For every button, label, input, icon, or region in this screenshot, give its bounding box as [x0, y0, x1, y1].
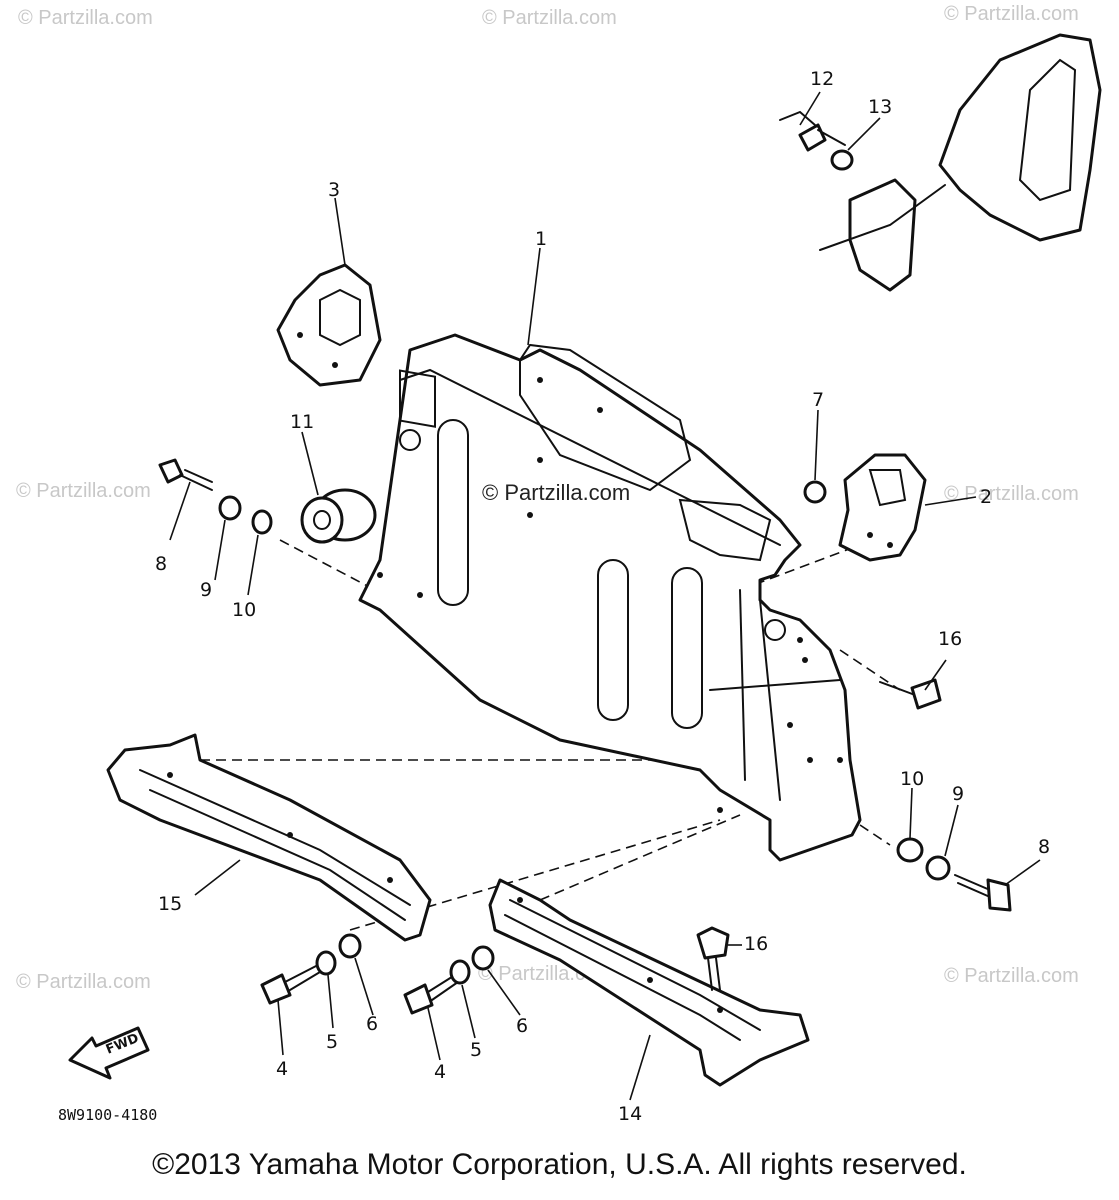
bolt-part-4-right [403, 974, 459, 1015]
bolt-part-8-left [158, 458, 213, 491]
callout-6-left: 6 [366, 1013, 378, 1035]
callout-12: 12 [810, 68, 834, 90]
callout-15: 15 [158, 893, 182, 915]
assembly-line [539, 814, 741, 901]
callout-6-right: 6 [516, 1015, 528, 1037]
grommet-part-11 [300, 488, 377, 544]
watermark-bottom-left: © Partzilla.com [16, 971, 151, 993]
watermark-top-center: © Partzilla.com [482, 7, 617, 29]
callout-5-right: 5 [470, 1039, 482, 1061]
watermark-bottom-right: © Partzilla.com [944, 965, 1079, 987]
callout-8-right: 8 [1038, 836, 1050, 858]
callout-5-left: 5 [326, 1031, 338, 1053]
assembly-line [839, 649, 901, 691]
callout-2: 2 [980, 486, 992, 508]
callout-4-left: 4 [276, 1058, 288, 1080]
rail-part-15 [106, 733, 432, 942]
callout-11: 11 [290, 411, 314, 433]
callout-9-left: 9 [200, 579, 212, 601]
forward-arrow-icon: FWD [68, 1026, 150, 1080]
callout-13: 13 [868, 96, 892, 118]
washer-part-9-right [925, 855, 951, 881]
bolt-part-4-left [260, 964, 321, 1005]
watermark-mid-left: © Partzilla.com [16, 480, 151, 502]
watermark-center: © Partzilla.com [482, 480, 630, 505]
handle-assembly [779, 33, 1102, 292]
callout-10-left: 10 [232, 599, 256, 621]
bolt-part-8-right [954, 874, 1012, 912]
nut-part-5-left [315, 950, 337, 976]
callout-7: 7 [812, 389, 824, 411]
washer-part-9-left [218, 495, 242, 521]
rail-part-14 [488, 878, 810, 1087]
watermark-top-left: © Partzilla.com [18, 7, 153, 29]
callout-9-right: 9 [952, 783, 964, 805]
callout-16-bottom: 16 [744, 933, 768, 955]
watermark-mid-right: © Partzilla.com [944, 483, 1079, 505]
nut-part-5-right [449, 959, 471, 985]
main-bracket-part-1 [358, 333, 862, 862]
washer-part-6-right [471, 945, 495, 971]
diagram-code: 8W9100-4180 [58, 1106, 157, 1124]
bolt-part-16-bottom [696, 926, 730, 991]
callout-4-right: 4 [434, 1061, 446, 1083]
bolt-part-16-right [879, 678, 942, 710]
callout-16-right: 16 [938, 628, 962, 650]
washer-part-10-right [896, 837, 924, 863]
assembly-line [859, 824, 891, 846]
callout-10-right: 10 [900, 768, 924, 790]
nut-part-7 [803, 480, 827, 504]
washer-part-10-left [251, 509, 273, 535]
callout-1: 1 [535, 228, 547, 250]
callout-3: 3 [328, 179, 340, 201]
watermark-top-right: © Partzilla.com [944, 3, 1079, 25]
bracket-part-3 [276, 263, 382, 387]
copyright-notice: ©2013 Yamaha Motor Corporation, U.S.A. A… [152, 1148, 967, 1181]
callout-14: 14 [618, 1103, 642, 1125]
washer-part-6-left [338, 933, 362, 959]
callout-8-left: 8 [155, 553, 167, 575]
assembly-line [279, 539, 376, 591]
bracket-part-2 [838, 453, 927, 562]
